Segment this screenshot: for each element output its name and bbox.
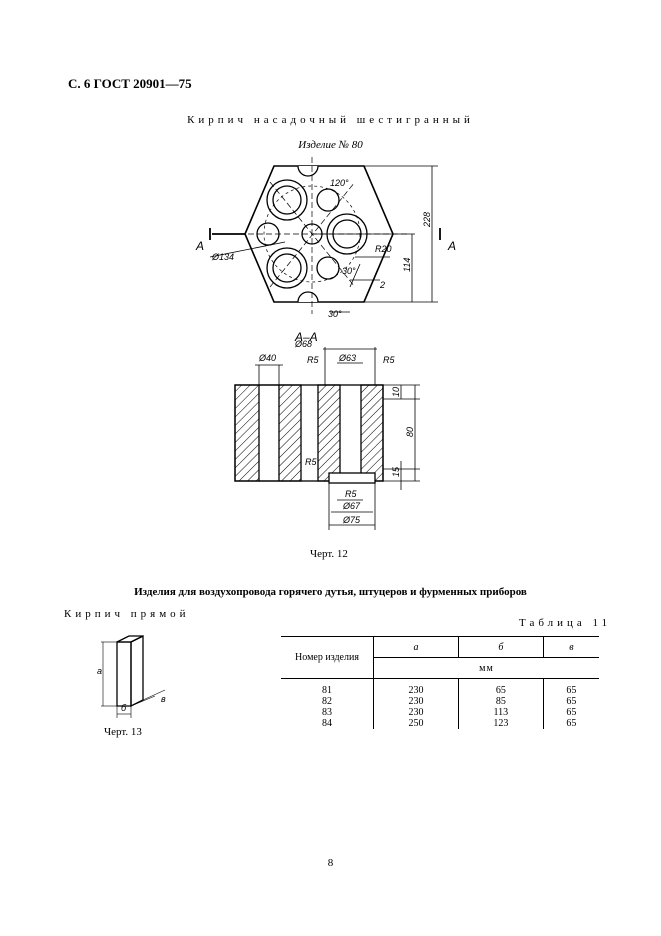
col-v-header: в [542, 636, 599, 658]
cell-b: 85 [457, 695, 544, 707]
dim-r5-d: R5 [345, 489, 357, 499]
dim-15: 15 [391, 466, 401, 477]
section-mark-left: A [195, 239, 204, 253]
section-title: Изделия для воздухопровода горячего дуть… [134, 586, 527, 598]
dim-phi40: Ø40 [258, 353, 276, 363]
dim-phi75: Ø75 [342, 515, 361, 525]
dim-30-a: 30° [342, 266, 356, 276]
table-title: Таблица 11 [519, 617, 612, 629]
hex-brick-top-view: 120° 228 114 R20 30° 2 30° Ø134 A A [195, 157, 456, 319]
section-a-a-view: A–A Ø68 Ø40 R5 Ø63 R5 10 80 15 R5 R5 Ø67… [234, 330, 420, 530]
cell-a: 230 [373, 706, 459, 718]
dim-10: 10 [391, 387, 401, 397]
cell-b: 123 [457, 717, 544, 729]
cell-a: 250 [373, 717, 459, 729]
dim-2: 2 [379, 280, 385, 290]
figure13-title: Кирпич прямой [64, 608, 190, 620]
dim-80: 80 [405, 427, 415, 437]
dim-b: б [121, 703, 127, 713]
dim-r5-c: R5 [305, 457, 317, 467]
figure12-title: Кирпич насадочный шестигранный [187, 114, 474, 126]
cell-v: 65 [542, 695, 599, 707]
dim-120: 120° [330, 178, 349, 188]
straight-brick-drawing: а б в [97, 634, 166, 718]
dim-phi68: Ø68 [294, 339, 312, 349]
section-label: A–A [294, 330, 318, 344]
cell-b: 113 [457, 706, 544, 718]
table-row: 82 230 85 65 [281, 695, 599, 707]
dim-228: 228 [422, 212, 432, 228]
cell-v: 65 [542, 706, 599, 718]
col-item-header: Номер изделия [281, 636, 374, 679]
figure13-caption: Черт. 13 [104, 726, 142, 738]
dim-phi63: Ø63 [338, 353, 356, 363]
table-row: 84 250 123 65 [281, 717, 599, 729]
col-b-header: б [457, 636, 544, 658]
figure12-item: Изделие № 80 [298, 139, 363, 151]
table-row: 83 230 113 65 [281, 706, 599, 718]
dim-114: 114 [402, 258, 412, 272]
cell-item: 84 [322, 717, 332, 729]
document-header: С. 6 ГОСТ 20901—75 [68, 76, 192, 91]
table-row: 81 230 65 65 [281, 684, 599, 696]
spec-table: Номер изделия а б в мм 81 230 65 65 82 2… [281, 636, 599, 729]
dim-phi67: Ø67 [342, 501, 361, 511]
figure12-caption: Черт. 12 [310, 548, 348, 560]
col-a-header: а [373, 636, 459, 658]
cell-item: 83 [322, 706, 332, 718]
dim-a: а [97, 666, 102, 676]
cell-item: 82 [322, 695, 332, 707]
cell-b: 65 [457, 684, 544, 696]
dim-r20: R20 [375, 244, 392, 254]
unit-header: мм [373, 657, 599, 679]
cell-a: 230 [373, 695, 459, 707]
dim-phi134: Ø134 [211, 252, 234, 262]
dim-30-b: 30° [328, 309, 342, 319]
cell-v: 65 [542, 684, 599, 696]
dim-v: в [161, 694, 166, 704]
section-mark-right: A [447, 239, 456, 253]
page-number: 8 [327, 857, 334, 869]
cell-a: 230 [373, 684, 459, 696]
dim-r5-a: R5 [307, 355, 319, 365]
cell-item: 81 [322, 684, 332, 696]
dim-r5-b: R5 [383, 355, 395, 365]
cell-v: 65 [542, 717, 599, 729]
